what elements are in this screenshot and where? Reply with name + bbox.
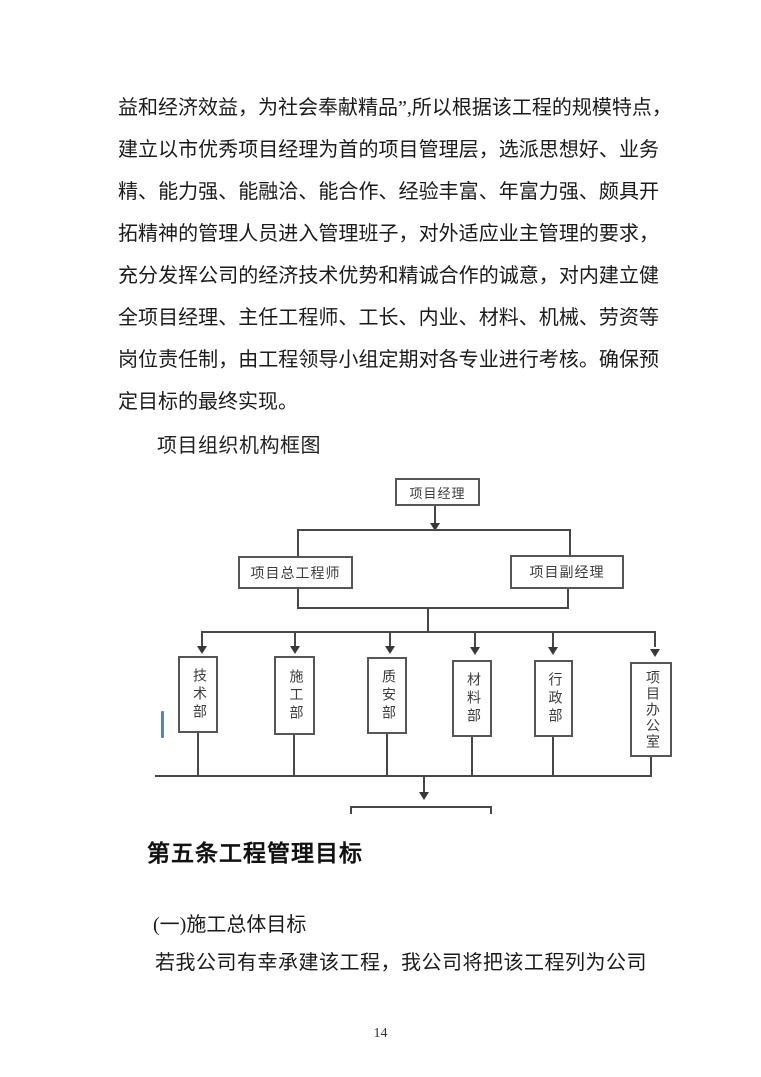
connector-line (350, 806, 352, 814)
connector-line (471, 737, 473, 776)
paragraph: 益和经济效益，为社会奉献精品”,所以根据该工程的规模特点， 建立以市优秀项目经理… (118, 87, 672, 423)
paragraph-line: 全项目经理、主任工程师、工长、内业、材料、机械、劳资等 (118, 307, 659, 329)
paragraph-line: 岗位责任制，由工程领导小组定期对各专业进行考核。确保预 (118, 349, 659, 371)
arrow-down-icon (385, 646, 395, 654)
connector-line (201, 631, 656, 633)
connector-line (294, 633, 296, 647)
connector-line (297, 607, 569, 609)
connector-line (197, 733, 199, 776)
connector-line (297, 531, 299, 556)
connector-line (490, 806, 492, 814)
arrow-down-icon (470, 647, 480, 655)
connector-line (552, 633, 554, 647)
connector-line (297, 529, 571, 531)
connector-line (427, 609, 429, 632)
connector-line (552, 737, 554, 776)
connector-line (350, 806, 492, 808)
subsection-heading: (一)施工总体目标 (153, 914, 307, 936)
org-node-dept-construction: 施工部 (274, 656, 315, 735)
page-number: 14 (373, 1026, 388, 1041)
text-cursor-artifact (161, 711, 164, 738)
org-node-deputy-manager: 项目副经理 (510, 555, 624, 589)
connector-line (650, 757, 652, 776)
body-line: 若我公司有幸承建该工程，我公司将把该工程列为公司 (155, 952, 647, 974)
arrow-down-icon (430, 523, 440, 531)
connector-line (654, 633, 656, 647)
paragraph-line: 定目标的最终实现。 (118, 391, 298, 413)
connector-line (569, 531, 571, 555)
org-node-project-manager: 项目经理 (395, 478, 480, 506)
org-node-dept-administration: 行政部 (534, 660, 573, 737)
paragraph-line: 精、能力强、能融洽、能合作、经验丰富、年富力强、颇具开 (118, 181, 659, 203)
connector-line (293, 735, 295, 776)
section-heading: 第五条工程管理目标 (147, 841, 363, 866)
connector-line (201, 633, 203, 647)
paragraph-line: 拓精神的管理人员进入管理班子，对外适应业主管理的要求， (118, 223, 659, 245)
paragraph-line: 建立以市优秀项目经理为首的项目管理层，选派思想好、业务 (118, 139, 659, 161)
org-node-dept-technology: 技术部 (178, 656, 218, 733)
org-node-dept-quality-safety: 质安部 (367, 657, 407, 734)
figure-caption: 项目组织机构框图 (157, 435, 321, 457)
connector-line (423, 777, 425, 792)
connector-line (567, 589, 569, 608)
paragraph-line: 益和经济效益，为社会奉献精品”,所以根据该工程的规模特点， (118, 97, 672, 119)
connector-line (297, 589, 299, 608)
arrow-down-icon (419, 792, 429, 800)
arrow-down-icon (650, 649, 660, 657)
arrow-down-icon (290, 646, 300, 654)
arrow-down-icon (548, 647, 558, 655)
connector-line (389, 633, 391, 647)
org-node-chief-engineer: 项目总工程师 (238, 556, 353, 589)
connector-line (386, 734, 388, 776)
org-node-project-office: 项目办公室 (630, 662, 672, 757)
connector-line (474, 633, 476, 647)
org-node-dept-materials: 材料部 (452, 660, 492, 737)
paragraph-line: 充分发挥公司的经济技术优势和精诚合作的诚意，对内建立健 (118, 265, 659, 287)
connector-line (434, 506, 436, 525)
arrow-down-icon (197, 646, 207, 654)
connector-line (155, 775, 652, 777)
